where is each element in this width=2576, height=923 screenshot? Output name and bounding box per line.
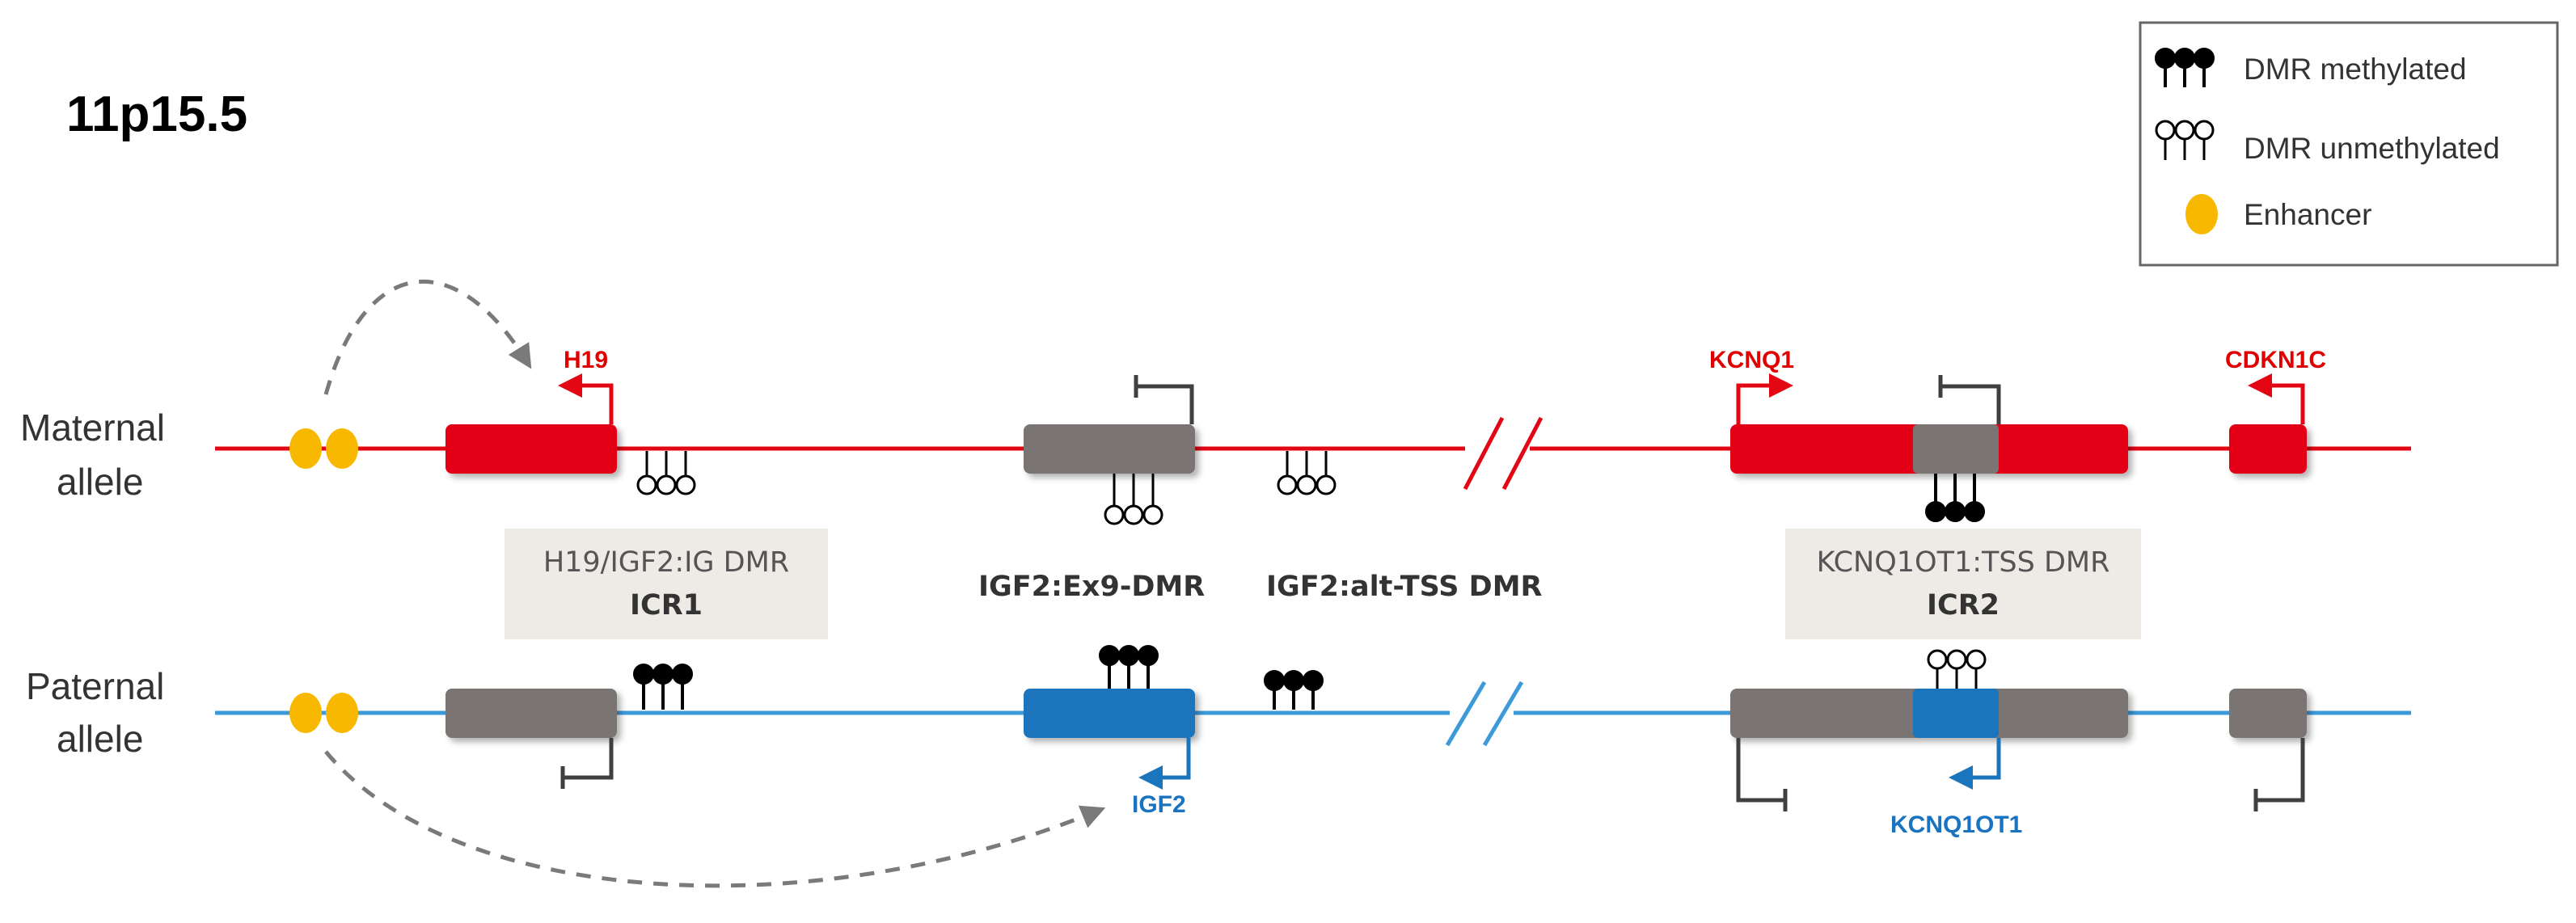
alt-tss-paternal-methylated-lollipops: [1264, 670, 1324, 710]
maternal-allele-label: Maternal: [20, 407, 165, 449]
kcnq1ot1-silenced-box: [1913, 424, 1999, 474]
paternal-enhancer-2: [326, 693, 358, 733]
icr1-maternal-unmethylated-lollipops: [636, 451, 696, 495]
h19-silenced-gene-box: [446, 689, 617, 738]
paternal-allele-label-2: allele: [57, 718, 143, 760]
igf2-gene-box: [1024, 689, 1195, 738]
icr2-label-background: [1785, 529, 2141, 639]
ex9-paternal-methylated-lollipops: [1099, 645, 1159, 689]
cdkn1c-gene-box: [2229, 424, 2307, 474]
locus-title: 11p15.5: [66, 86, 247, 142]
unmethylated-lollipop-icon: [2155, 120, 2215, 160]
maternal-allele-label-2: allele: [57, 461, 143, 503]
h19-tss-arrow: [558, 373, 614, 424]
maternal-enhancer-2: [326, 428, 358, 469]
h19-paternal-blocked-tss: [563, 738, 614, 780]
legend: DMR methylated DMR unmethylated Enhancer: [2139, 21, 2559, 267]
icr1-label: ICR1: [630, 589, 703, 622]
h19-gene-label: H19: [564, 347, 608, 373]
kcnq1ot1-tss-arrow: [1949, 738, 2001, 790]
icr1-label-box: H19/IGF2:IG DMR ICR1: [505, 529, 828, 639]
maternal-enhancer-arrow: [323, 279, 532, 395]
legend-enhancer-label: Enhancer: [2244, 198, 2371, 231]
cdkn1c-gene-label: CDKN1C: [2225, 347, 2326, 373]
cdkn1c-silenced-gene-box: [2229, 689, 2307, 738]
paternal-enhancer-1: [289, 693, 322, 733]
icr1-label-background: [505, 529, 828, 639]
icr2-paternal-unmethylated-lollipops: [1927, 649, 1987, 689]
paternal-enhancer-arrow: [324, 750, 1106, 888]
legend-unmethylated-label: DMR unmethylated: [2244, 132, 2500, 165]
kcnq1-tss-arrow: [1736, 373, 1793, 424]
alt-tss-dmr-label: IGF2:alt-TSS DMR: [1266, 571, 1543, 603]
icr1-dmr-name: H19/IGF2:IG DMR: [543, 546, 789, 579]
icr2-label-box: KCNQ1OT1:TSS DMR ICR2: [1785, 529, 2141, 639]
paternal-break-icon: [1445, 681, 1524, 747]
enhancer-legend-icon: [2185, 194, 2218, 234]
kcnq1-gene-label: KCNQ1: [1709, 347, 1794, 373]
h19-gene-box: [446, 424, 617, 474]
kcnq1ot1-maternal-blocked-tss: [1940, 384, 2001, 424]
maternal-break-icon: [1463, 416, 1543, 491]
methylated-lollipop-icon: [2155, 48, 2215, 87]
igf2-gene-label: IGF2: [1132, 791, 1186, 818]
paternal-allele: IGF2 KCNQ1OT1: [215, 645, 2411, 888]
cdkn1c-tss-arrow: [2248, 373, 2305, 424]
ex9-maternal-unmethylated-lollipops: [1104, 474, 1163, 525]
igf2-tss-arrow: [1138, 738, 1191, 790]
icr1-paternal-methylated-lollipops: [633, 664, 693, 710]
icr2-maternal-methylated-lollipops: [1925, 474, 1985, 522]
icr2-dmr-name: KCNQ1OT1:TSS DMR: [1817, 546, 2110, 579]
maternal-enhancer-1: [289, 428, 322, 469]
igf2-maternal-blocked-tss: [1136, 384, 1194, 424]
kcnq1ot1-gene-label: KCNQ1OT1: [1890, 811, 2022, 838]
cdkn1c-paternal-blocked-tss: [2256, 738, 2305, 803]
icr2-label: ICR2: [1927, 589, 2000, 622]
kcnq1ot1-gene-box: [1913, 689, 1999, 738]
paternal-allele-label: Paternal: [26, 665, 164, 707]
legend-methylated-label: DMR methylated: [2244, 53, 2467, 86]
igf2-silenced-gene-box: [1024, 424, 1195, 474]
ex9-dmr-label: IGF2:Ex9-DMR: [978, 571, 1205, 603]
alt-tss-maternal-unmethylated-lollipops: [1277, 451, 1337, 495]
kcnq1-paternal-blocked-tss: [1736, 738, 1785, 803]
maternal-allele: H19 KCNQ1 CDKN1C: [215, 279, 2411, 525]
